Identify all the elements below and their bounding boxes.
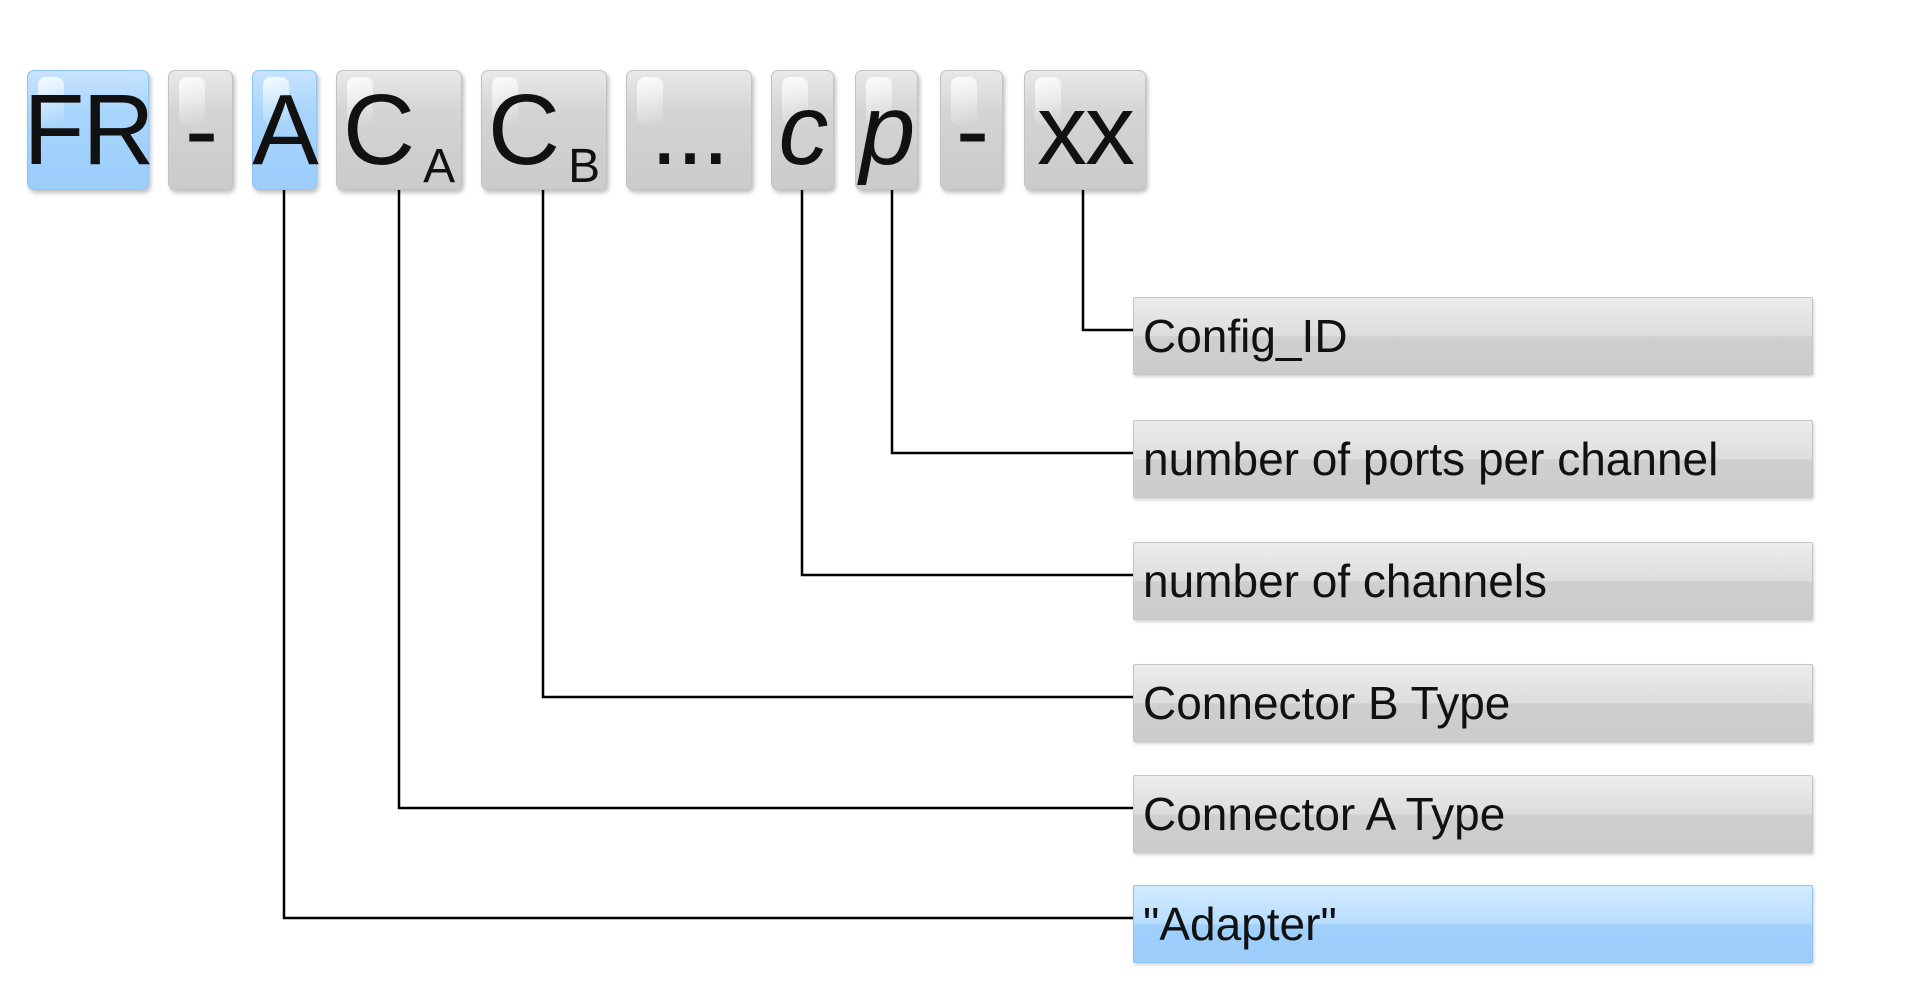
- label-box-ports-per-channel: [1133, 420, 1813, 498]
- code-segment-char: c: [778, 74, 829, 186]
- connector-line-connector-b: [541, 190, 1133, 699]
- segment-gloss: [866, 77, 892, 125]
- code-segment-ellipsis: [626, 70, 752, 190]
- code-segment-text-dash1: -: [158, 70, 243, 190]
- label-text-connector-b: Connector B Type: [1143, 677, 1511, 729]
- segment-gloss: [179, 77, 205, 125]
- code-segment-xx: [1024, 70, 1146, 190]
- label-box-connector-a: [1133, 775, 1813, 853]
- label-box-channels: [1133, 542, 1813, 620]
- label-text-channels: number of channels: [1143, 555, 1548, 607]
- segment-gloss: [347, 77, 373, 125]
- code-segment-text-fr: FR: [17, 70, 159, 190]
- connector-line-ports-per-channel: [890, 190, 1133, 455]
- code-segment-fr: [27, 70, 149, 190]
- connector-line-config-id: [1081, 190, 1133, 332]
- connector-line-adapter: [282, 190, 1133, 920]
- segment-gloss: [1035, 77, 1061, 125]
- code-segment-subscript: A: [423, 140, 456, 193]
- code-segment-char: xx: [1037, 74, 1135, 186]
- code-segment-char: C: [342, 74, 415, 186]
- code-segment-p: [855, 70, 918, 190]
- code-segment-char: FR: [23, 74, 154, 186]
- label-box-adapter: [1133, 885, 1813, 963]
- segment-gloss: [951, 77, 977, 125]
- code-segment-char: ...: [650, 74, 729, 186]
- segment-gloss: [263, 77, 289, 125]
- label-text-connector-a: Connector A Type: [1143, 788, 1506, 840]
- code-segment-text-xx: xx: [1014, 70, 1156, 190]
- label-box-config-id: [1133, 297, 1813, 375]
- label-text-config-id: Config_ID: [1143, 310, 1348, 362]
- code-segment-a: [252, 70, 317, 190]
- code-segment-text-p: p: [845, 70, 928, 190]
- code-segment-cb: [481, 70, 607, 190]
- connector-line-connector-a: [397, 190, 1133, 810]
- label-text-ports-per-channel: number of ports per channel: [1143, 433, 1719, 485]
- code-segment-char: -: [184, 74, 218, 186]
- segment-gloss: [38, 77, 64, 125]
- code-segment-char: -: [955, 74, 989, 186]
- segment-gloss: [637, 77, 663, 125]
- code-segment-text-ellipsis: ...: [616, 70, 762, 190]
- code-segment-dash2: [940, 70, 1003, 190]
- code-segment-text-a: A: [242, 70, 327, 190]
- code-segment-text-dash2: -: [930, 70, 1013, 190]
- code-segment-c: [771, 70, 834, 190]
- code-segment-char: A: [252, 74, 319, 186]
- segment-gloss: [492, 77, 518, 125]
- code-segment-ca: [336, 70, 462, 190]
- label-text-adapter: "Adapter": [1143, 898, 1337, 950]
- code-segment-subscript: B: [568, 140, 601, 193]
- code-segment-text-c: c: [761, 70, 844, 190]
- code-segment-char: p: [859, 74, 916, 186]
- label-box-connector-b: [1133, 664, 1813, 742]
- code-segment-char: C: [487, 74, 560, 186]
- code-segment-dash1: [168, 70, 233, 190]
- segment-gloss: [782, 77, 808, 125]
- connector-line-channels: [800, 190, 1133, 577]
